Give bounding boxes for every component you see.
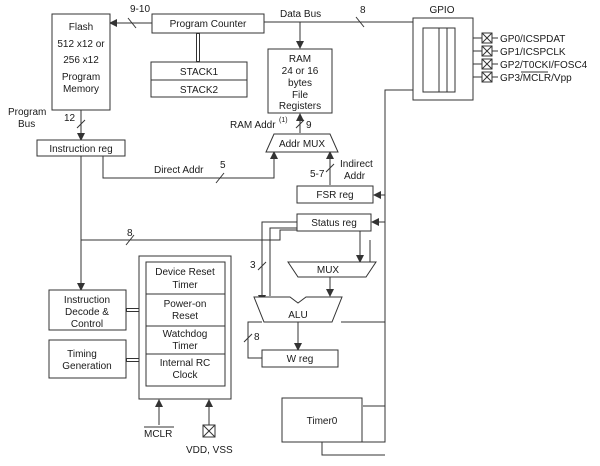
decode-line-3: Control <box>71 319 103 330</box>
status-3-line <box>258 221 297 303</box>
gp3-pin-icon <box>481 71 493 83</box>
watchdog-line-2: Timer <box>172 341 198 352</box>
ram-addr-width: 9 <box>306 120 312 131</box>
internal-rc-line-1: Internal RC <box>160 358 211 369</box>
timing-generation-block: Timing Generation <box>48 339 127 379</box>
instruction-reg-block: Instruction reg <box>36 139 126 157</box>
watchdog-line-1: Watchdog <box>163 329 208 340</box>
indirect-addr-label-1: Indirect <box>340 159 373 170</box>
addr-mux-label: Addr MUX <box>279 139 325 150</box>
w-feedback-width: 8 <box>254 332 260 343</box>
flash-line-4: Program <box>62 72 100 83</box>
flash-line-3: 256 x12 <box>63 55 99 66</box>
ram-line-2: 24 or 16 <box>282 66 319 77</box>
labels: Data Bus 8 9-10 Program Bus 12 Direct Ad… <box>8 4 373 456</box>
ram-line-5: Registers <box>279 101 321 112</box>
fsr-reg-block: FSR reg <box>296 185 374 204</box>
program-bus-label-1: Program <box>8 107 46 118</box>
gp2-label: GP2/T0CKI/FOSC4 <box>500 60 588 71</box>
data-bus-width: 8 <box>360 5 366 16</box>
program-bus-label-2: Bus <box>18 119 35 130</box>
indirect-addr-width: 5-7 <box>310 169 325 180</box>
ram-line-3: bytes <box>288 78 312 89</box>
power-on-line-2: Reset <box>172 311 198 322</box>
bus-ticks <box>76 16 365 343</box>
flash-line-2: 512 x12 or <box>57 39 105 50</box>
status-width: 3 <box>250 260 256 271</box>
w-reg-block: W reg <box>261 349 339 368</box>
mux-block: MUX <box>287 261 377 278</box>
stack2-label: STACK2 <box>180 85 219 96</box>
timer0-loop <box>321 442 385 456</box>
program-counter-label: Program Counter <box>170 19 247 30</box>
ram-line-1: RAM <box>289 54 311 65</box>
ram-addr-note: (1) <box>279 117 288 124</box>
gp2-pin-icon <box>481 58 493 70</box>
status-reg-label: Status reg <box>311 218 357 229</box>
internal-rc-line-2: Clock <box>172 370 198 381</box>
addr-mux-block: Addr MUX <box>265 133 339 153</box>
gp0-pin-icon <box>481 32 493 44</box>
stack-block: STACK1 STACK2 <box>150 61 248 98</box>
status-reg-block: Status reg <box>296 213 372 232</box>
timing-line-2: Generation <box>62 361 111 372</box>
flash-line-5: Memory <box>63 84 99 95</box>
vdd-vss-pin-icon <box>202 424 216 438</box>
literal-width: 8 <box>127 228 133 239</box>
w-reg-label: W reg <box>287 354 314 365</box>
data-bus-label: Data Bus <box>280 9 321 20</box>
ram-block: RAM 24 or 16 bytes File Registers <box>267 48 333 114</box>
mclr-label: MCLR <box>144 429 172 440</box>
instruction-reg-label: Instruction reg <box>49 144 112 155</box>
gp0-label: GP0/ICSPDAT <box>500 34 565 45</box>
gp3-label: GP3/MCLR/Vpp <box>500 73 572 84</box>
alu-block: ALU <box>253 296 343 323</box>
gpio-block: GPIO <box>412 5 474 101</box>
program-counter-block: Program Counter <box>151 13 265 34</box>
flash-memory-block: Flash 512 x12 or 256 x12 Program Memory <box>51 13 111 111</box>
gp1-label: GP1/ICSPCLK <box>500 47 566 58</box>
vdd-vss-label: VDD, VSS <box>186 445 233 456</box>
power-on-line-1: Power-on <box>164 299 207 310</box>
direct-addr-width: 5 <box>220 160 226 171</box>
decode-line-2: Decode & <box>65 307 109 318</box>
timer0-label: Timer0 <box>307 416 338 427</box>
mux-label: MUX <box>317 265 340 276</box>
direct-addr-line <box>102 151 278 179</box>
gpio-pins: GP0/ICSPDAT GP1/ICSPCLK GP2/T0CKI/FOSC4 … <box>481 32 588 84</box>
reset-clock-block: Device Reset Timer Power-on Reset Watchd… <box>138 255 232 400</box>
decode-line-1: Instruction <box>64 295 110 306</box>
w-feedback <box>247 321 262 359</box>
timing-line-1: Timing <box>67 349 97 360</box>
ram-line-4: File <box>292 90 309 101</box>
indirect-addr-label-2: Addr <box>344 171 366 182</box>
alu-label: ALU <box>288 310 307 321</box>
device-reset-line-1: Device Reset <box>155 267 215 278</box>
status-line-b <box>269 227 297 296</box>
device-reset-line-2: Timer <box>172 280 198 291</box>
flash-line-1: Flash <box>69 22 93 33</box>
ram-addr-label: RAM Addr <box>230 120 276 131</box>
timer0-block: Timer0 <box>281 397 363 443</box>
program-bus-width: 12 <box>64 113 76 124</box>
gp1-pin-icon <box>481 45 493 57</box>
gpio-label: GPIO <box>429 5 454 16</box>
instruction-decode-block: Instruction Decode & Control <box>48 289 127 331</box>
pc-width: 9-10 <box>130 4 150 15</box>
fsr-reg-label: FSR reg <box>316 190 353 201</box>
literal-bus-line <box>81 229 364 263</box>
stack1-label: STACK1 <box>180 67 219 78</box>
direct-addr-label: Direct Addr <box>154 165 204 176</box>
